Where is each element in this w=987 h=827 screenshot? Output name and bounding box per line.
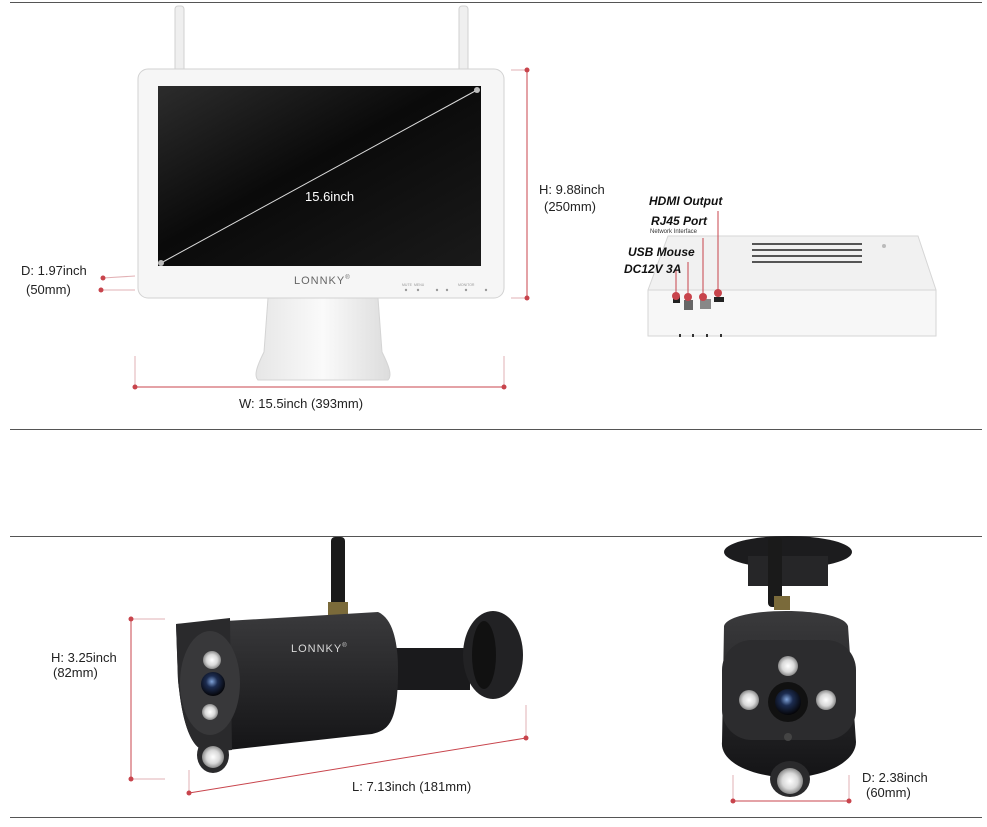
monitor-button-label: MENU <box>414 283 425 287</box>
middle-rule-2 <box>10 536 982 537</box>
monitor: MUTE MENU MONITOR <box>137 5 505 381</box>
monitor-dimensions <box>98 67 530 390</box>
port-usb <box>684 300 693 310</box>
bullet-camera-front <box>721 536 856 797</box>
dc-power-label: DC12V 3A <box>624 262 682 276</box>
rj45-sub-label: Network Interface <box>650 229 698 235</box>
camera-depth-metric: (60mm) <box>866 785 911 800</box>
monitor-stand <box>255 297 391 381</box>
camera-length-label: L: 7.13inch (181mm) <box>352 779 472 794</box>
monitor-brand-mark: ® <box>345 275 351 281</box>
middle-rule-1 <box>10 429 982 430</box>
front-camera-dimension <box>730 775 852 804</box>
monitor-button-label: MUTE <box>402 283 413 287</box>
monitor-brand-logo: LONNKY® <box>294 275 351 287</box>
camera-brand-text: LONNKY <box>291 643 343 655</box>
screen-size-label: 15.6inch <box>305 189 355 204</box>
port-pointers <box>672 211 722 301</box>
monitor-buttons <box>404 288 488 292</box>
rj45-port-label: RJ45 Port <box>651 214 708 228</box>
vent-grille <box>752 243 862 263</box>
bottom-rule <box>10 817 982 818</box>
port-rj45 <box>700 299 711 309</box>
monitor-brand-text: LONNKY <box>294 275 346 287</box>
bullet-camera-side <box>176 537 523 773</box>
camera-antenna <box>331 537 345 609</box>
monitor-depth-metric: (50mm) <box>26 282 71 297</box>
camera-depth-label: D: 2.38inch <box>862 770 928 785</box>
monitor-height-metric: (250mm) <box>544 199 597 214</box>
camera-brand-mark: ® <box>342 643 348 649</box>
monitor-antenna-right <box>458 5 469 73</box>
hdmi-output-label: HDMI Output <box>649 194 723 208</box>
bullet-camera-dimensions <box>128 616 529 796</box>
monitor-antenna-left <box>174 5 185 73</box>
camera-height-metric: (82mm) <box>53 665 98 680</box>
camera-brand-logo: LONNKY® <box>291 643 348 655</box>
monitor-rear-view <box>647 235 937 337</box>
top-rule <box>10 2 982 3</box>
camera-height-label: H: 3.25inch <box>51 650 117 665</box>
screen-diagonal <box>160 89 478 264</box>
port-hdmi <box>714 297 724 302</box>
monitor-button-label: MONITOR <box>458 283 475 287</box>
monitor-height-label: H: 9.88inch <box>539 182 605 197</box>
monitor-depth-label: D: 1.97inch <box>21 263 87 278</box>
usb-mouse-label: USB Mouse <box>628 245 695 259</box>
monitor-width-label: W: 15.5inch (393mm) <box>239 396 364 411</box>
